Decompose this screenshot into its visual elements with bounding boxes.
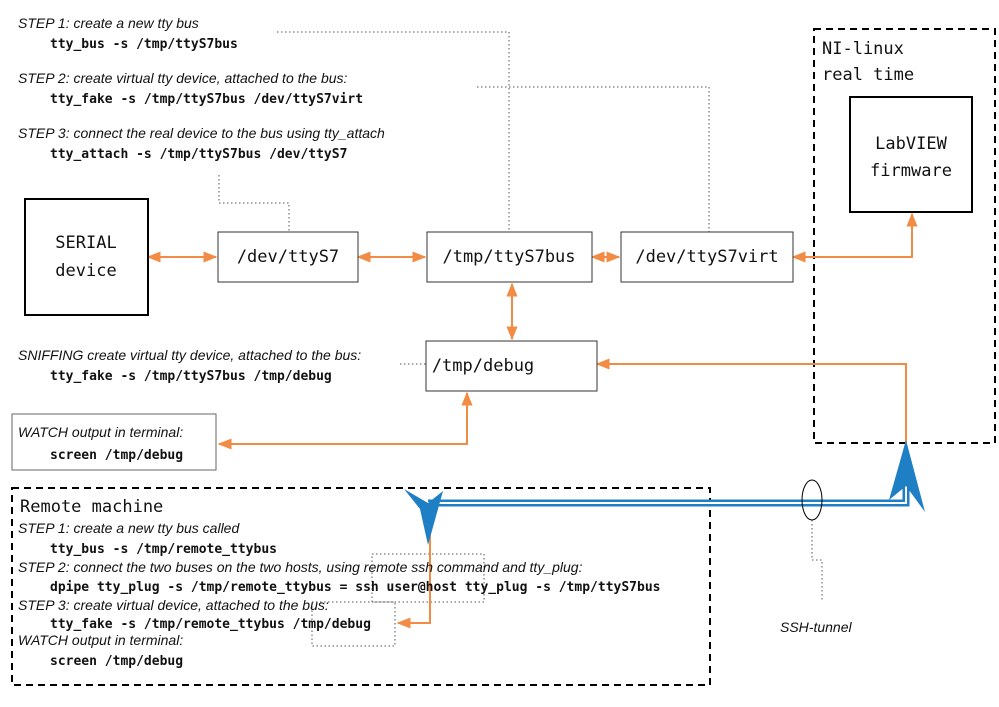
remote-step3-caption: STEP 3: create virtual device, attached …: [18, 597, 329, 613]
tmp-debug-label: /tmp/debug: [432, 356, 534, 376]
sniffing-caption: SNIFFING create virtual tty device, atta…: [18, 347, 361, 363]
labview-firmware-box: [849, 96, 973, 213]
step2-caption: STEP 2: create virtual tty device, attac…: [18, 70, 348, 86]
step2-command: tty_fake -s /tmp/ttyS7bus /dev/ttyS7virt: [50, 92, 363, 107]
ssh-tunnel-ellipse: [801, 479, 823, 521]
dev-ttys7virt-box: [620, 231, 794, 283]
dotted-connectors: [218, 31, 823, 647]
remote-step1-command: tty_bus -s /tmp/remote_ttybus: [50, 542, 277, 557]
remote-machine-region: [11, 487, 711, 686]
sniffing-command: tty_fake -s /tmp/ttyS7bus /tmp/debug: [50, 369, 332, 384]
step1-caption: STEP 1: create a new tty bus: [18, 15, 199, 31]
serial-label-line2: device: [55, 261, 116, 281]
serial-label-line1: SERIAL: [55, 233, 116, 253]
labview-label-line1: LabVIEW: [875, 134, 947, 154]
watch-terminal-box: [11, 413, 217, 471]
labview-label-line2: firmware: [870, 161, 952, 181]
ni-linux-title-line1: NI-linux: [822, 39, 904, 59]
dev-ttys7virt-label: /dev/ttyS7virt: [635, 247, 778, 267]
step3-caption: STEP 3: connect the real device to the b…: [18, 125, 385, 141]
tunnel-arrowhead-right: [889, 440, 925, 512]
tunnel-arrowhead-left: [404, 489, 443, 545]
serial-device-box: [24, 198, 149, 316]
ssh-tunnel-label: SSH-tunnel: [780, 619, 852, 635]
tmp-ttys7bus-box: [426, 231, 593, 283]
remote-step2-caption: STEP 2: connect the two buses on the two…: [18, 559, 583, 575]
remote-watch-caption: WATCH output in terminal:: [18, 632, 183, 648]
tmp-debug-box: [425, 340, 598, 392]
remote-step1-caption: STEP 1: create a new tty bus called: [18, 520, 240, 536]
remote-step3-command: tty_fake -s /tmp/remote_ttybus /tmp/debu…: [50, 617, 371, 632]
remote-step2-command: dpipe tty_plug -s /tmp/remote_ttybus = s…: [50, 580, 660, 595]
connection-arrows: [146, 212, 918, 629]
dev-ttys7-box: [217, 231, 359, 283]
step1-command: tty_bus -s /tmp/ttyS7bus: [50, 37, 238, 52]
watch-command: screen /tmp/debug: [50, 448, 183, 463]
tmp-ttys7bus-label: /tmp/ttyS7bus: [442, 247, 575, 267]
watch-caption: WATCH output in terminal:: [18, 424, 183, 440]
step3-command: tty_attach -s /tmp/ttyS7bus /dev/ttyS7: [50, 147, 347, 162]
dev-ttys7-label: /dev/ttyS7: [237, 247, 339, 267]
ssh-tunnel-pipe: [404, 440, 925, 545]
ni-linux-title-line2: real time: [822, 65, 914, 85]
remote-machine-title: Remote machine: [20, 497, 163, 517]
remote-watch-command: screen /tmp/debug: [50, 654, 183, 669]
ni-linux-region: [813, 28, 996, 444]
